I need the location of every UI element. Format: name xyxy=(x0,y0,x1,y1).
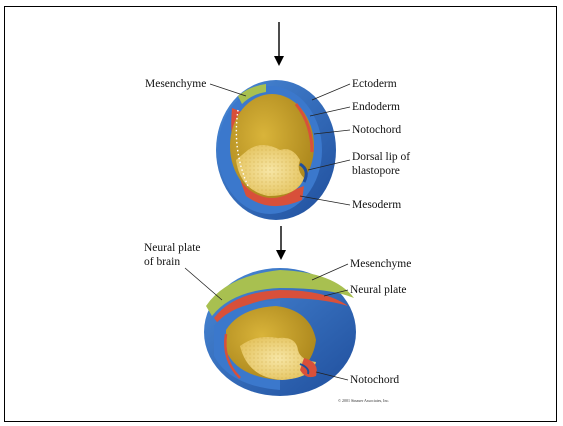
label-notochord-top: Notochord xyxy=(352,124,401,136)
label-mesenchyme-top: Mesenchyme xyxy=(145,78,206,90)
top-arrow xyxy=(274,22,284,66)
label-ectoderm: Ectoderm xyxy=(352,78,397,90)
label-endoderm: Endoderm xyxy=(352,101,400,113)
bottom-embryo xyxy=(204,268,356,396)
label-dorsal-lip-1: Dorsal lip of xyxy=(352,151,410,163)
copyright-note: © 2001 Sinauer Associates, Inc. xyxy=(338,398,389,404)
label-neural-plate: Neural plate xyxy=(350,284,407,296)
bottom-arrow xyxy=(276,226,286,260)
label-notochord-bottom: Notochord xyxy=(350,374,399,386)
label-neural-plate-brain-2: of brain xyxy=(144,256,180,268)
label-mesoderm: Mesoderm xyxy=(352,199,401,211)
label-neural-plate-brain-1: Neural plate xyxy=(144,242,201,254)
label-mesenchyme-bottom: Mesenchyme xyxy=(350,258,411,270)
label-dorsal-lip-2: blastopore xyxy=(352,165,400,177)
